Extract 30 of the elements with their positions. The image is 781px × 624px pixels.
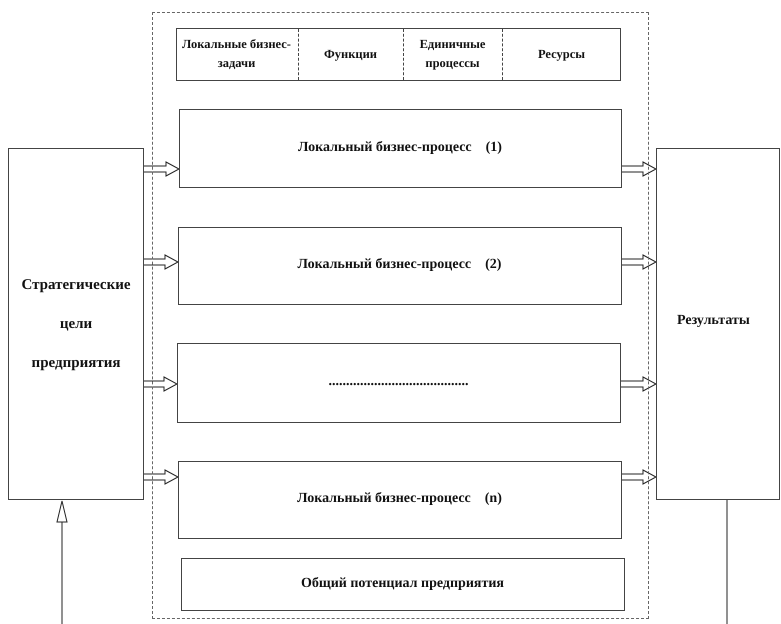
box-label: ........................................	[328, 373, 470, 392]
block-arrow	[621, 376, 656, 392]
block-arrow	[622, 470, 656, 484]
box-label: Стратегические цели предприятия	[20, 276, 132, 372]
box-label: Результаты	[676, 312, 751, 330]
process-box	[176, 342, 620, 422]
block-arrow	[144, 254, 178, 270]
feedback-arrow	[56, 500, 68, 624]
column-heading: Ресурсы	[538, 46, 586, 63]
process-box	[180, 558, 624, 610]
process-box	[178, 226, 622, 304]
block-arrow	[622, 162, 656, 176]
block-arrow	[144, 162, 180, 176]
process-box	[178, 460, 622, 538]
process-box	[178, 108, 622, 188]
header-table	[176, 28, 620, 80]
feedback-line	[726, 500, 728, 624]
column-heading: Локальные бизнес-задачи	[181, 36, 292, 72]
column-heading: Единичные процессы	[418, 36, 486, 72]
box-label: Локальный бизнес-процесс (1)	[297, 138, 503, 157]
process-box	[656, 148, 780, 500]
process-box	[8, 148, 144, 500]
box-label: Локальный бизнес-процесс (2)	[296, 256, 502, 274]
block-arrow	[622, 254, 656, 270]
box-label: Локальный бизнес-процесс (n)	[296, 490, 503, 508]
block-arrow	[144, 470, 178, 484]
dashed-group-frame	[152, 12, 649, 619]
box-label: Общий потенциал предприятия	[300, 574, 505, 593]
column-heading: Функции	[324, 46, 377, 63]
block-arrow	[144, 376, 178, 392]
